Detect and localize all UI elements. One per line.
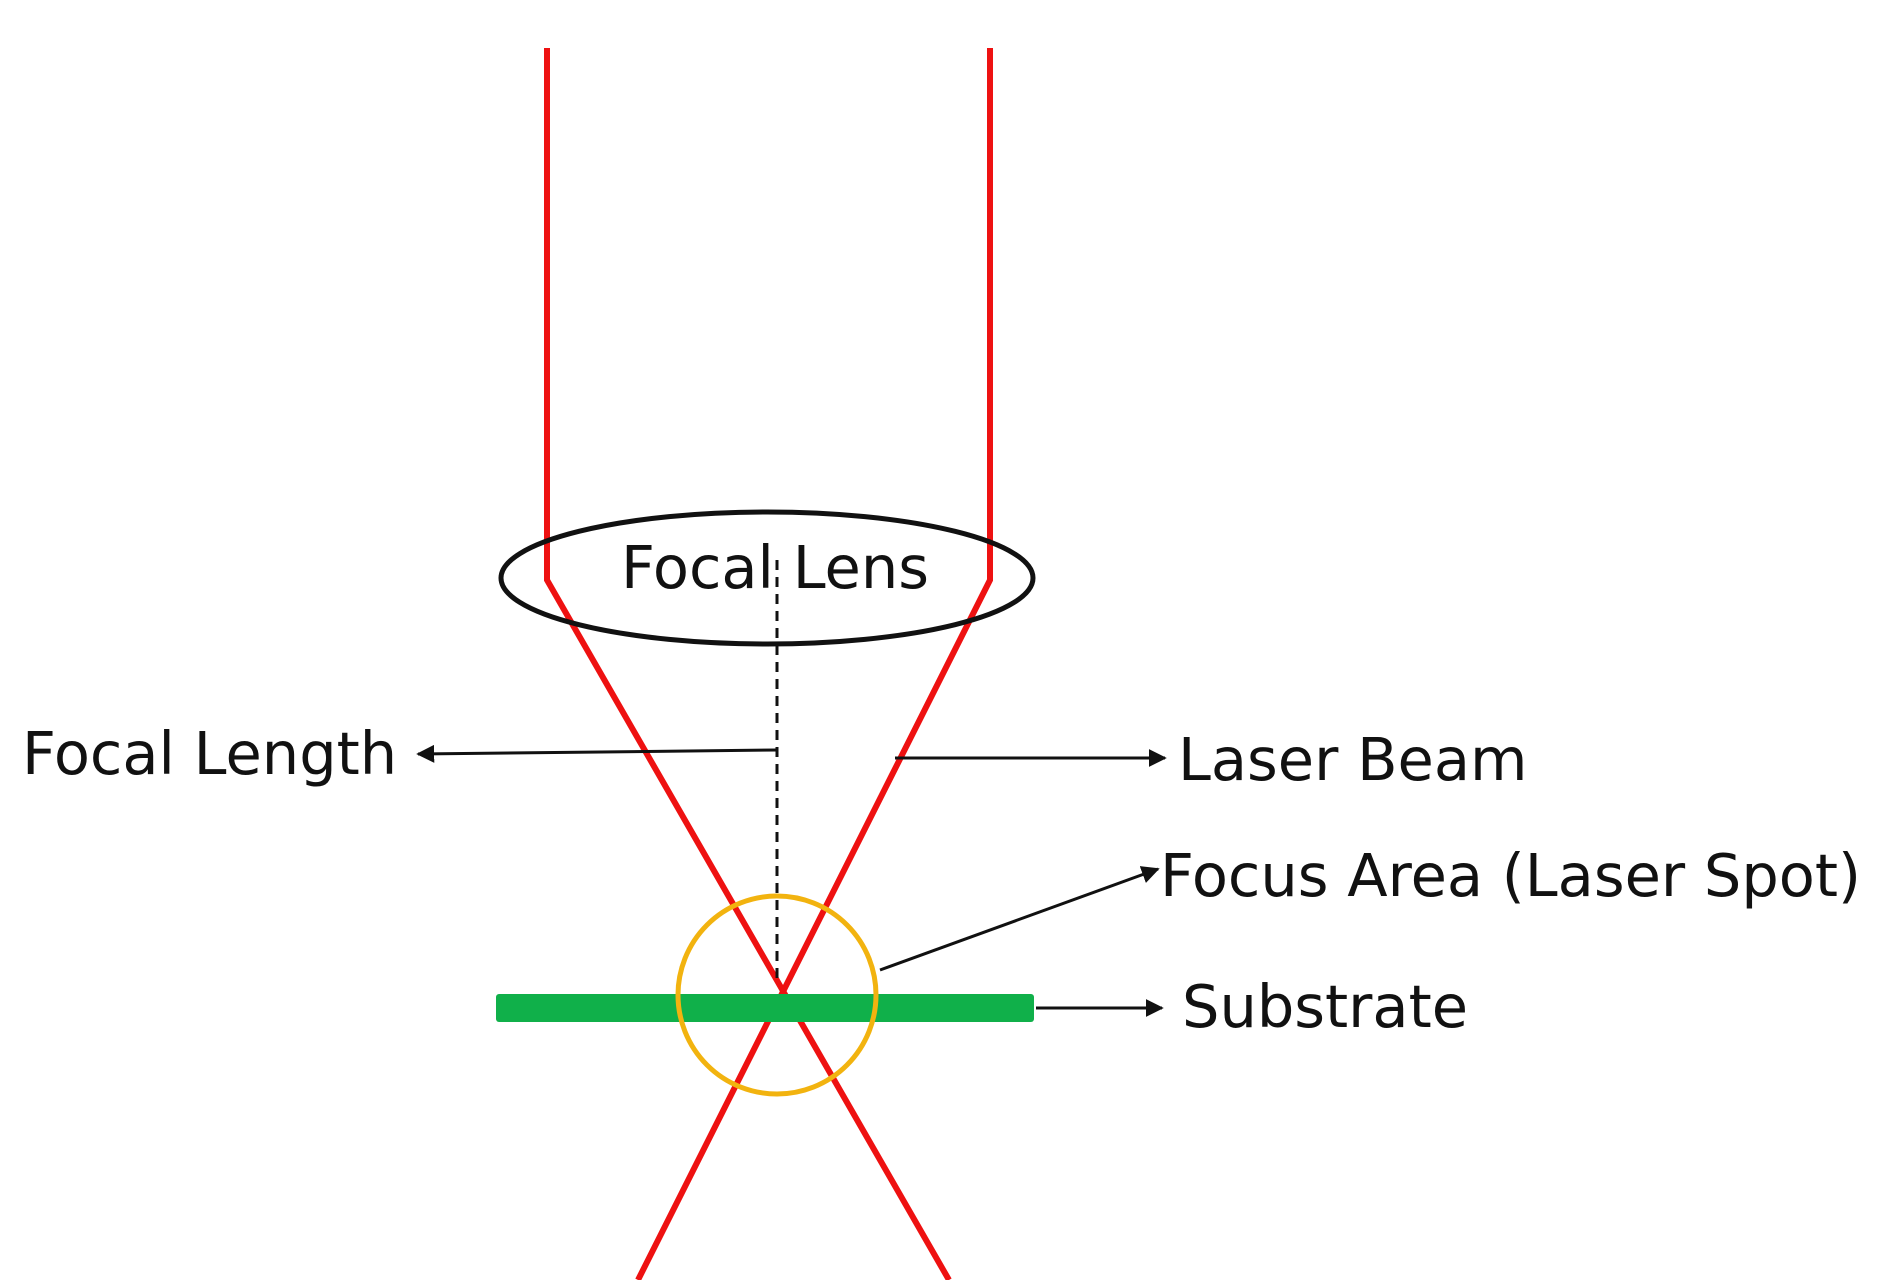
laser-beam-label: Laser Beam [1178, 725, 1527, 794]
focal-lens-ellipse [498, 509, 1036, 647]
laser-beam-right-ray [635, 48, 993, 1280]
focal-length-arrow [416, 744, 778, 763]
focus-area-arrow [879, 866, 1160, 972]
laser-beam-left-ray [544, 48, 952, 1280]
focal-lens-label: Focal Lens [621, 533, 929, 602]
substrate-bar [496, 994, 1034, 1022]
focal-length-label: Focal Length [22, 719, 397, 788]
focus-area-circle [675, 893, 879, 1097]
focus-area-label: Focus Area (Laser Spot) [1160, 841, 1861, 910]
substrate-label: Substrate [1182, 972, 1468, 1041]
